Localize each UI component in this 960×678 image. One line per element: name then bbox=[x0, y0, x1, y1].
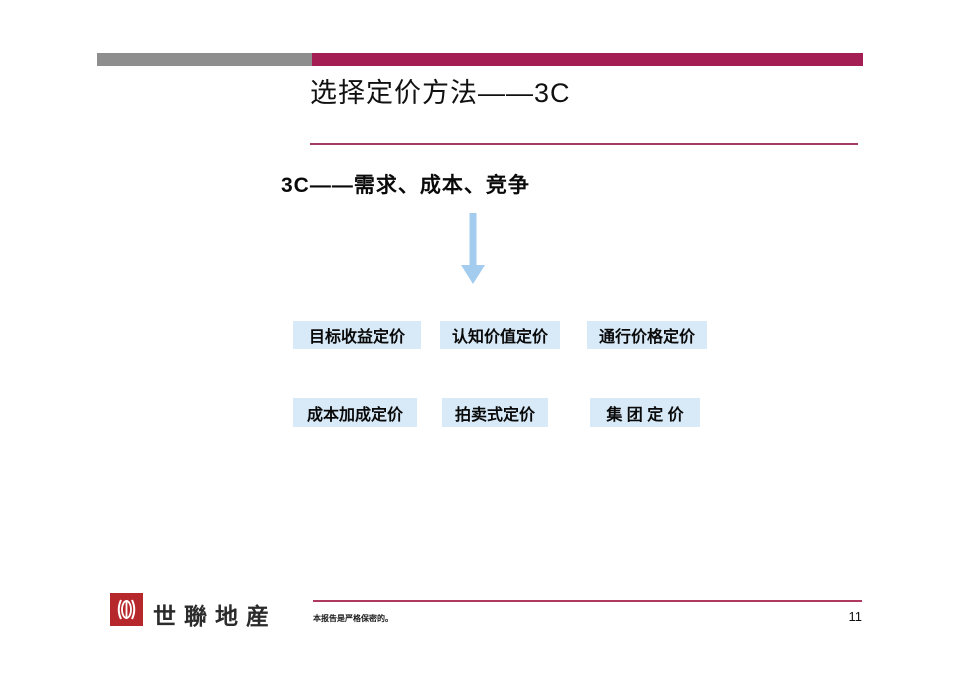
company-logo-icon bbox=[110, 593, 143, 626]
page-number: 11 bbox=[848, 609, 863, 624]
title-underline bbox=[310, 143, 858, 145]
pricing-method-label: 认知价值定价 bbox=[451, 329, 548, 346]
pricing-method-box-target-return: 目标收益定价 bbox=[293, 321, 421, 349]
header-bar-gray bbox=[97, 53, 312, 66]
footer-divider-line bbox=[313, 600, 862, 602]
slide-title: 选择定价方法——3C bbox=[310, 78, 571, 108]
confidentiality-note: 本报告是严格保密的。 bbox=[313, 614, 393, 623]
pricing-method-box-group: 集 团 定 价 bbox=[590, 398, 700, 427]
down-arrow-icon bbox=[461, 213, 485, 284]
pricing-method-box-perceived-value: 认知价值定价 bbox=[440, 321, 560, 349]
pricing-method-box-going-rate: 通行价格定价 bbox=[587, 321, 707, 349]
pricing-method-box-cost-plus: 成本加成定价 bbox=[293, 398, 417, 427]
pricing-method-label: 集 团 定 价 bbox=[606, 406, 684, 424]
pricing-method-box-auction: 拍卖式定价 bbox=[442, 398, 548, 427]
pricing-method-label: 目标收益定价 bbox=[308, 329, 405, 346]
pricing-method-label: 成本加成定价 bbox=[306, 406, 403, 424]
pricing-method-label: 通行价格定价 bbox=[598, 329, 695, 346]
company-logo-text: 世聯地産 bbox=[153, 604, 277, 629]
slide-subtitle: 3C——需求、成本、竞争 bbox=[281, 174, 530, 197]
pricing-method-label: 拍卖式定价 bbox=[454, 406, 535, 424]
header-bar-magenta bbox=[312, 53, 863, 66]
